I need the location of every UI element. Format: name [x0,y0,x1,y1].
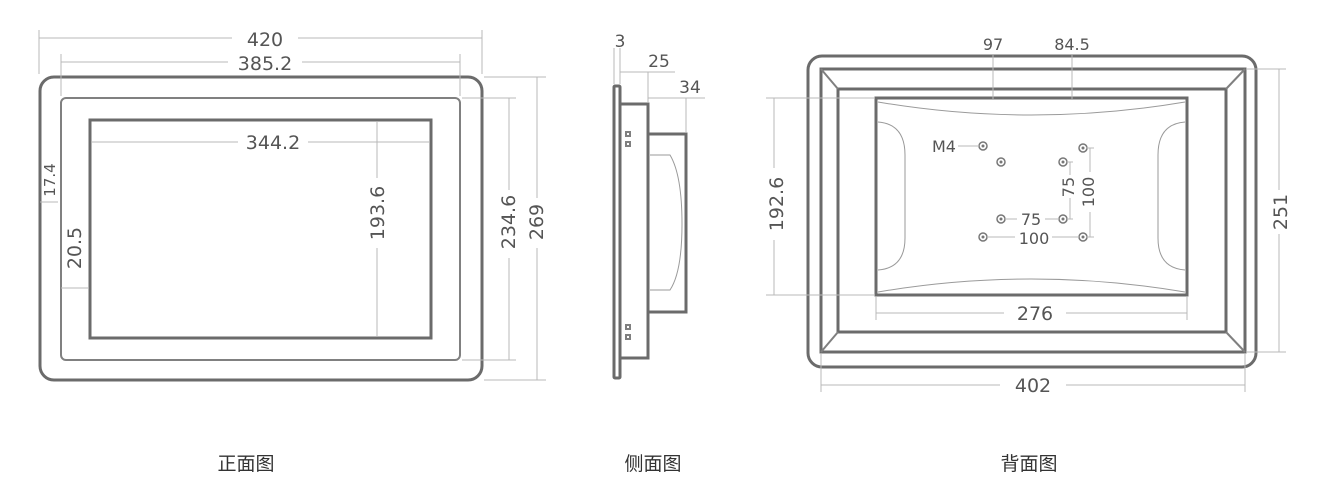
back-vesa-small-horizontal-label: 75 [1021,210,1041,229]
back-plate-height-label: 192.6 [766,177,788,231]
side-port-top-1 [625,131,631,137]
front-bezel-width-label: 385.2 [238,53,292,75]
front-bezel-width-dimension: 385.2 [60,53,461,96]
back-vesa-small-vertical-dimension: 75 [1059,161,1078,220]
front-view-caption: 正面图 [217,453,274,475]
back-screw-callout: M4 [932,137,979,156]
back-overall-width-label: 402 [1015,375,1051,397]
front-screen-width-label: 344.2 [246,132,300,154]
front-top-margin-dimension: 17.4 [40,163,59,203]
side-rear-contour [650,154,683,291]
front-overall-height-dimension: 269 [484,76,548,381]
back-plate-right-recess [1157,121,1186,271]
back-overall-height-label: 251 [1270,194,1292,230]
front-screen-height-dimension: 193.6 [367,122,389,336]
side-view-caption: 侧面图 [624,453,681,475]
back-overall-height-dimension: 251 [1247,68,1292,353]
front-screen [88,118,433,340]
front-screen-height-label: 193.6 [367,186,389,240]
back-hole-position-dimensions: 97 84.5 [983,35,1090,100]
back-vesa-large-vertical-dimension: 100 [1079,147,1098,238]
back-mounting-plate [874,96,1189,297]
side-total-depth-label: 34 [679,78,701,98]
back-vesa-large-horizontal-label: 100 [1019,229,1050,248]
back-vesa-large-vertical-label: 100 [1079,177,1098,208]
back-hole-col-2-label: 84.5 [1054,35,1090,54]
side-body-depth-label: 25 [648,52,670,72]
back-plate-width-label: 276 [1017,303,1053,325]
side-panel-thickness-dimension: 3 [613,32,626,84]
side-view: 3 25 34 侧面图 [612,32,705,475]
vesa-hole [996,157,1006,167]
front-view: 420 385.2 344.2 193.6 234.6 [38,29,548,475]
back-plate-height-dimension: 192.6 [766,97,874,296]
back-outer-frame [806,54,1258,369]
front-bezel-height-dimension: 234.6 [462,97,520,361]
back-bezel-inner [836,87,1228,334]
front-bezel-height-label: 234.6 [498,195,520,249]
side-port-bottom-2 [625,334,631,340]
back-hole-col-1-label: 97 [983,35,1003,54]
side-port-top-2 [625,141,631,147]
front-top-margin-label: 17.4 [41,163,59,196]
back-plate-top-curve [877,101,1186,116]
side-main-body [618,102,650,360]
back-plate-bottom-curve [877,278,1186,293]
front-left-margin-dimension: 20.5 [61,227,88,289]
front-bezel [60,97,461,361]
back-bezel-outer [819,67,1247,354]
back-view: 97 84.5 M4 75 100 75 [766,35,1292,475]
back-view-caption: 背面图 [1000,453,1057,475]
back-overall-width-dimension: 402 [820,354,1246,397]
side-rear-plate [646,132,688,314]
back-vesa-small-horizontal-dimension: 75 [1005,210,1059,229]
front-overall-width-label: 420 [247,29,283,51]
back-screw-label: M4 [932,137,956,156]
back-vesa-large-horizontal-dimension: 100 [987,229,1079,248]
front-overall-width-dimension: 420 [38,29,483,74]
front-overall-height-label: 269 [526,204,548,240]
front-left-margin-label: 20.5 [64,227,86,269]
front-outer-frame [38,75,484,382]
side-port-bottom-1 [625,324,631,330]
back-plate-width-dimension: 276 [875,297,1188,325]
back-vesa-small-vertical-label: 75 [1059,177,1078,197]
back-plate-left-recess [877,121,906,271]
side-total-depth-dimension: 34 [648,78,705,132]
side-panel-thickness-label: 3 [615,32,626,52]
side-body-depth-dimension: 25 [620,52,675,102]
front-screen-width-dimension: 344.2 [92,132,429,154]
